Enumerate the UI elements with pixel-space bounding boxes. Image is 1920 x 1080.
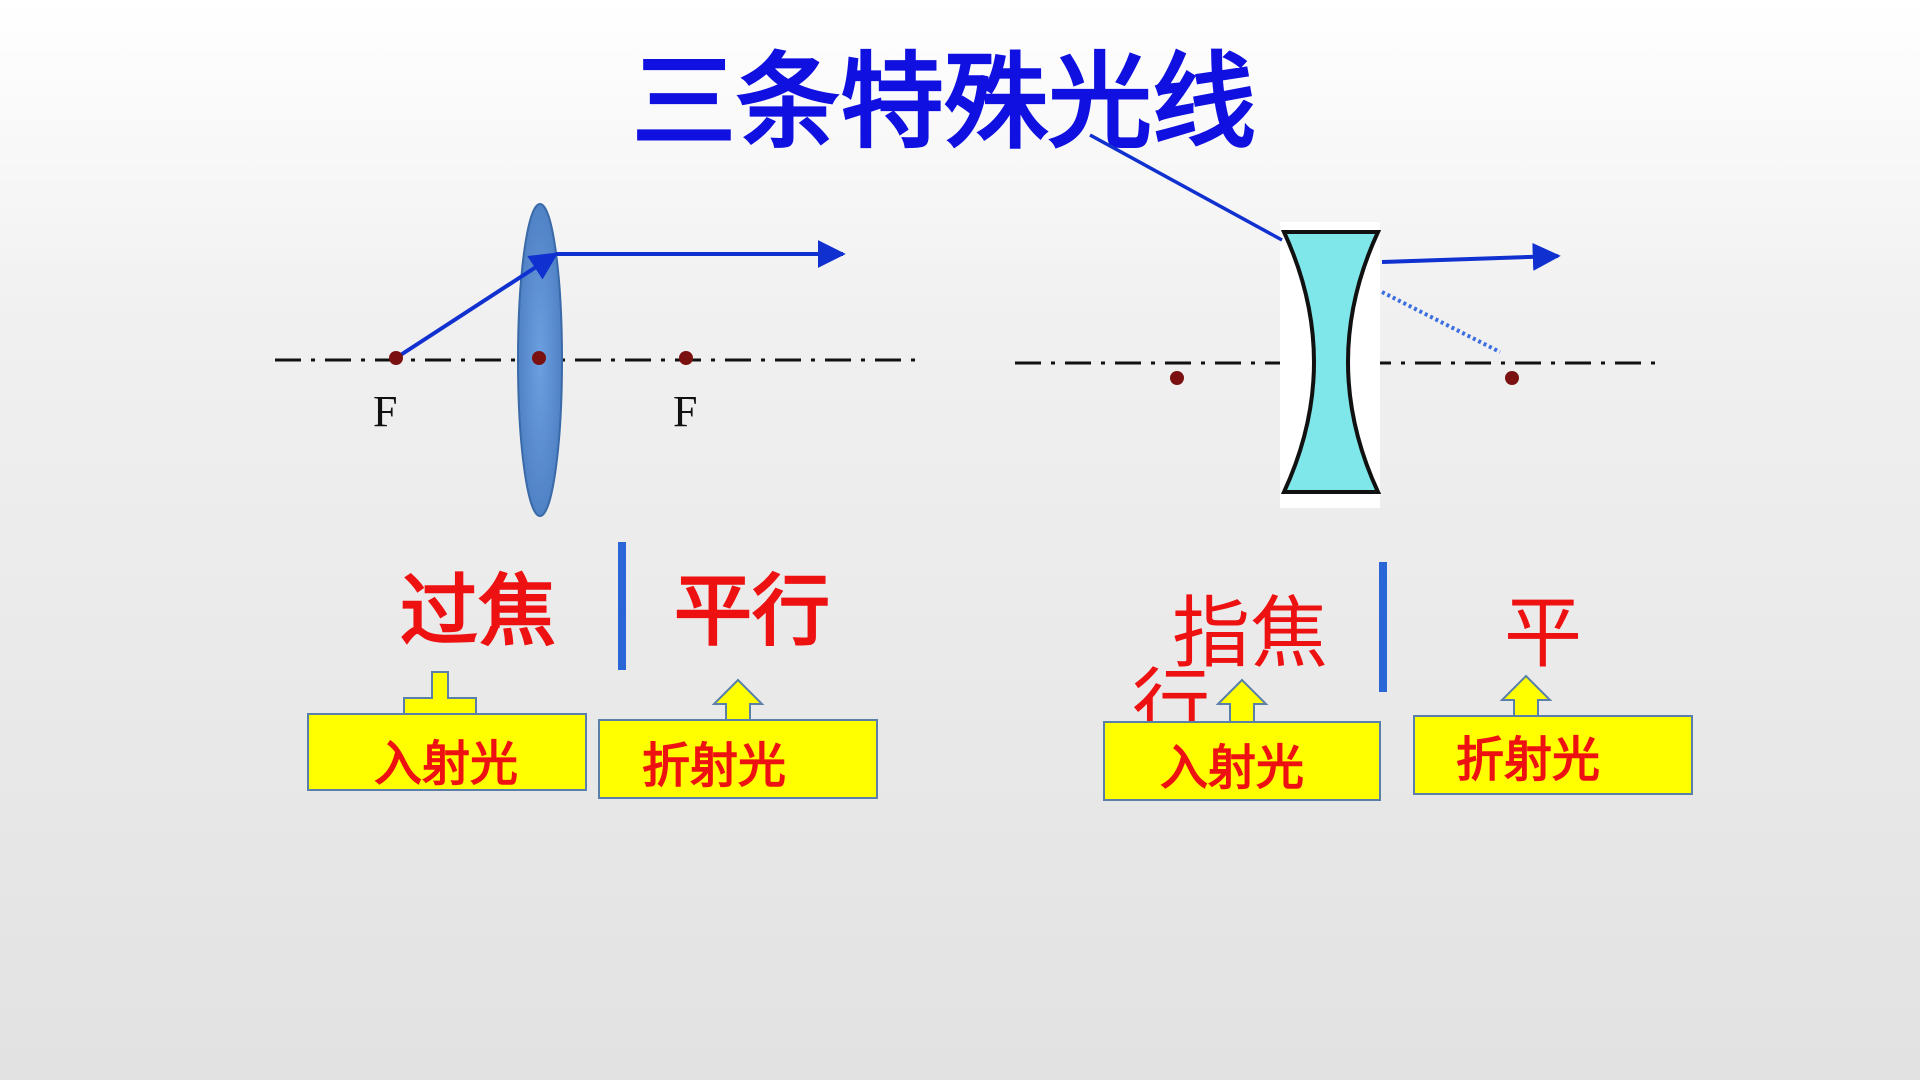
concave-lens [1280, 230, 1382, 494]
convex-box-left [307, 713, 587, 791]
convex-callout-arrow-right [711, 678, 765, 721]
convex-box-left-text: 入射光 [374, 736, 518, 792]
concave-word-right: 平 [1504, 589, 1582, 679]
convex-optical-center-dot [532, 351, 546, 365]
convex-lens-panel: F F 过焦 平行 入射光 折射光 [275, 203, 915, 799]
concave-refracted-ray [1381, 242, 1561, 271]
convex-word-right: 平行 [674, 567, 830, 657]
convex-focus-left-dot [389, 351, 403, 365]
concave-box-right [1413, 715, 1693, 795]
concave-incident-ray [1089, 133, 1283, 242]
convex-word-left: 过焦 [400, 567, 556, 657]
concave-extension-line [1381, 290, 1501, 354]
concave-box-left-text: 入射光 [1160, 740, 1304, 796]
concave-focus-right-dot [1505, 371, 1519, 385]
convex-callout-arrow-left [403, 671, 477, 715]
concave-divider [1379, 562, 1387, 692]
convex-box-right-text: 折射光 [642, 738, 786, 794]
concave-focus-left-dot [1170, 371, 1184, 385]
concave-word-left: 指焦 [1172, 589, 1328, 679]
convex-divider [618, 542, 626, 670]
convex-focus-right-label: F [673, 387, 697, 436]
concave-lens-panel: 指焦 行 平 入射光 折射光 [1015, 133, 1693, 801]
concave-callout-arrow-left [1215, 678, 1269, 723]
concave-box-left [1103, 721, 1381, 801]
page-title: 三条特殊光线 [632, 41, 1256, 163]
convex-focus-left-label: F [373, 387, 397, 436]
convex-focus-right-dot [679, 351, 693, 365]
convex-box-right [598, 719, 878, 799]
concave-box-right-text: 折射光 [1456, 732, 1600, 788]
concave-callout-arrow-right [1499, 674, 1553, 717]
convex-incident-ray [394, 252, 559, 360]
